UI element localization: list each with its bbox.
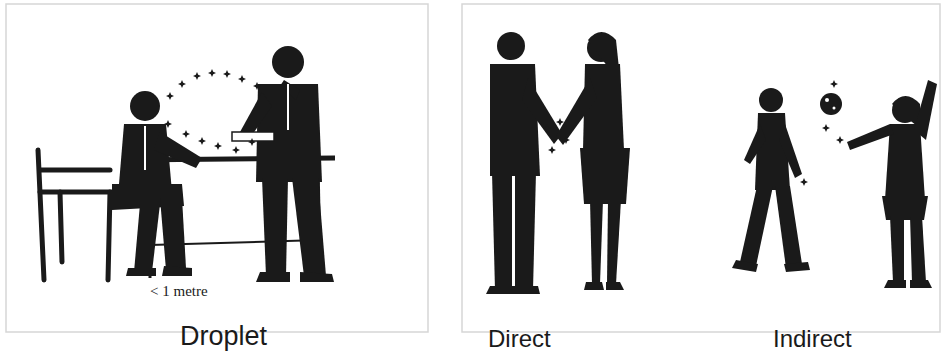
child-figure xyxy=(759,88,783,112)
droplets xyxy=(556,118,564,126)
man-figure xyxy=(515,172,536,290)
woman-figure xyxy=(885,124,925,200)
droplets xyxy=(166,92,174,100)
man-figure xyxy=(490,64,540,176)
seated-man xyxy=(154,132,202,168)
standing-man xyxy=(240,92,272,138)
child-figure xyxy=(775,186,802,268)
standing-man xyxy=(300,272,334,282)
seated-man xyxy=(160,198,186,270)
droplets xyxy=(836,136,844,144)
man-figure xyxy=(492,172,512,290)
droplets xyxy=(214,142,222,150)
woman-figure xyxy=(590,200,603,284)
droplets xyxy=(182,130,190,138)
ball xyxy=(820,93,842,115)
woman-figure xyxy=(910,216,926,282)
panel-caption: Indirect xyxy=(773,326,852,352)
droplets xyxy=(822,124,830,132)
child-figure xyxy=(744,124,766,164)
droplets xyxy=(238,75,246,83)
panel-caption: Direct xyxy=(488,326,551,352)
droplets xyxy=(164,120,172,128)
woman-figure xyxy=(890,216,904,282)
panel-frame xyxy=(6,4,428,332)
droplets xyxy=(208,69,216,77)
droplets xyxy=(253,82,261,90)
woman-figure xyxy=(556,78,597,145)
woman-figure xyxy=(914,80,937,140)
panel-frame xyxy=(6,4,940,332)
man-figure xyxy=(522,78,562,144)
standing-man xyxy=(272,46,304,78)
droplets xyxy=(193,72,201,80)
woman-figure xyxy=(847,124,894,150)
standing-man xyxy=(232,46,334,282)
child-figure xyxy=(779,124,802,178)
man-figure xyxy=(497,32,525,60)
child-figure xyxy=(740,186,773,266)
droplets xyxy=(543,124,551,132)
seated-man xyxy=(134,204,160,272)
woman-figure xyxy=(884,280,906,288)
standing-man xyxy=(262,178,288,276)
ball xyxy=(825,98,829,102)
standing-man xyxy=(287,84,289,130)
droplets xyxy=(800,178,808,186)
standing-man xyxy=(232,132,274,141)
standing-man xyxy=(280,80,300,100)
droplets xyxy=(198,137,206,145)
seated-man xyxy=(144,126,146,170)
seated-man xyxy=(126,268,156,276)
seated-man xyxy=(130,91,160,121)
droplets xyxy=(178,80,186,88)
seated-man xyxy=(162,266,192,276)
woman-figure xyxy=(556,32,630,290)
child-figure xyxy=(784,262,810,272)
child-figure xyxy=(732,260,758,272)
chair xyxy=(38,150,118,280)
droplets xyxy=(543,118,570,154)
panel-caption: Droplet xyxy=(180,322,267,352)
woman-figure xyxy=(606,282,624,290)
chair xyxy=(40,190,118,195)
chair xyxy=(108,192,110,280)
distance-label: < 1 metre xyxy=(150,283,208,300)
seated-man xyxy=(112,91,202,276)
man-figure xyxy=(513,286,540,294)
man-figure xyxy=(486,32,562,294)
droplets xyxy=(232,146,240,154)
woman-figure xyxy=(910,280,932,288)
standing-man xyxy=(256,272,290,282)
child-figure xyxy=(732,88,810,272)
woman-figure xyxy=(580,148,630,204)
woman-figure xyxy=(607,200,621,284)
chair xyxy=(40,168,110,173)
ball xyxy=(820,93,842,115)
man-figure xyxy=(486,286,514,294)
ball xyxy=(833,107,836,110)
droplets xyxy=(830,80,838,88)
droplets xyxy=(548,146,556,154)
droplets xyxy=(248,138,256,146)
droplets xyxy=(562,136,570,144)
droplets xyxy=(164,69,261,154)
droplets xyxy=(223,70,231,78)
panel-frame xyxy=(462,4,940,332)
standing-man xyxy=(292,178,326,276)
droplets xyxy=(800,80,844,186)
woman-figure xyxy=(847,80,937,288)
chair xyxy=(60,192,62,262)
woman-figure xyxy=(584,282,604,290)
